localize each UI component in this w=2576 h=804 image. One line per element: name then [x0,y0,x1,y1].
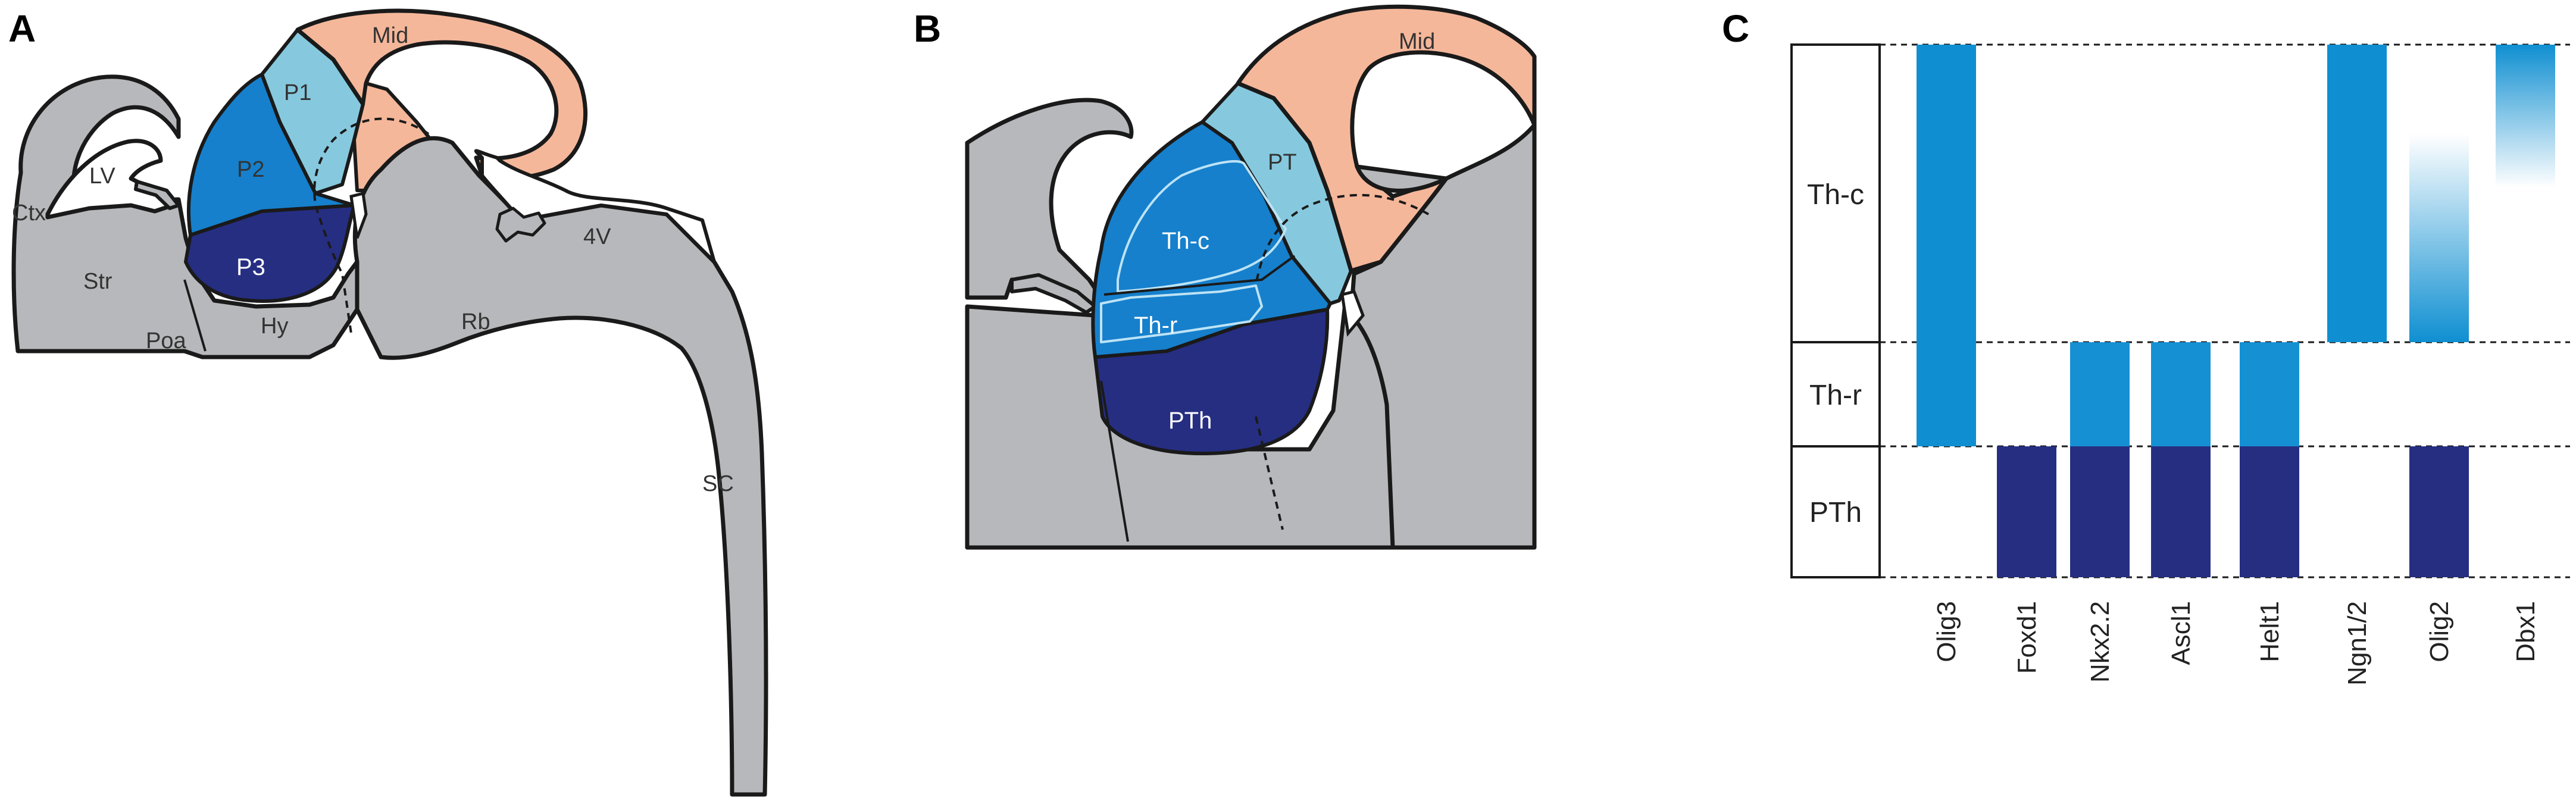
gene-label-olig3: Olig3 [1932,601,1961,662]
panel-b-dashed-upper [1255,193,1429,286]
panel-b-line-lower [1100,380,1129,542]
panel-a-forebrain-gray [11,74,359,359]
label-p1: P1 [284,80,311,105]
bar-olig2-thc [2409,134,2469,342]
panel-b: B Mid PT Th-c Th-r PTh [914,4,1537,550]
label-sc: SC [702,471,734,496]
label-b-thr: Th-r [1134,312,1177,339]
label-hy: Hy [261,314,288,339]
panel-b-hook [1010,273,1097,314]
bar-nkx22-pth [2070,446,2130,577]
gene-label-foxd1: Foxd1 [2012,601,2042,674]
gene-label-nkx22: Nkx2.2 [2086,601,2115,683]
bar-dbx1 [2496,45,2555,187]
row-label-pth: PTh [1809,497,1862,528]
panel-a-dashed-boundary [313,117,430,334]
panel-b-thr [1100,284,1263,343]
label-ctx: Ctx [12,201,46,226]
row-label-thr: Th-r [1809,380,1862,411]
gene-label-olig2: Olig2 [2425,601,2454,662]
bar-ngn12 [2327,45,2387,342]
panel-b-thc-boundary [1103,255,1296,296]
panel-b-thc [1117,160,1287,293]
bar-olig3 [1917,45,1976,446]
panel-b-hindbrain-gray [1349,123,1537,550]
gene-labels: Olig3 Foxd1 Nkx2.2 Ascl1 Helt1 Ngn1/2 Ol… [1932,601,2540,686]
row-label-thc: Th-c [1807,179,1864,211]
panel-b-notch [1340,290,1365,337]
gene-label-ascl1: Ascl1 [2167,601,2196,665]
bar-nkx22-thr [2070,342,2130,446]
row-box-pth [1790,445,1881,578]
label-p2: P2 [237,157,264,182]
panel-b-letter: B [914,7,941,50]
label-str: Str [83,269,112,294]
panel-b-pth [1093,308,1330,455]
gene-label-helt1: Helt1 [2255,601,2284,662]
label-lv: LV [89,164,115,189]
label-b-mid: Mid [1399,29,1435,54]
row-box-thc [1790,43,1881,343]
panel-a-cortex-hook [134,180,180,210]
bar-ascl1-pth [2151,446,2211,577]
label-poa: Poa [146,329,186,353]
panel-a-line-str-poa [183,279,207,352]
gene-label-dbx1: Dbx1 [2511,601,2540,662]
bar-olig2-pth [2409,446,2469,577]
label-rb: Rb [461,309,490,334]
gene-label-ngn12: Ngn1/2 [2343,601,2372,686]
bar-foxd1 [1997,446,2056,577]
panel-b-forebrain-gray [965,98,1134,312]
bar-helt1-pth [2240,446,2299,577]
label-mid: Mid [372,23,408,48]
panel-a: A Mid P1 P2 P3 LV Ctx Str Poa [8,7,768,797]
panel-b-dashed-lower [1255,416,1284,530]
panel-a-lateral-ventricle [45,139,175,220]
panel-a-p3 [184,204,356,303]
bar-ascl1-thr [2151,342,2211,446]
label-4v: 4V [583,224,611,249]
expression-bars [1917,45,2555,577]
panel-a-cerebellar-cluster [495,207,546,243]
label-b-pth: PTh [1168,408,1212,434]
label-b-pt: PT [1268,150,1297,175]
panel-c: C Th-c Th-r PTh Olig3 [1722,7,2570,686]
row-box-thr [1790,341,1881,448]
label-b-thc: Th-c [1162,228,1209,254]
bar-helt1-thr [2240,342,2299,446]
panel-a-hindbrain-gray [352,136,768,797]
panel-c-letter: C [1722,7,1749,50]
label-p3: P3 [236,254,265,280]
panel-a-letter: A [8,7,36,50]
panel-a-notch [349,191,368,239]
